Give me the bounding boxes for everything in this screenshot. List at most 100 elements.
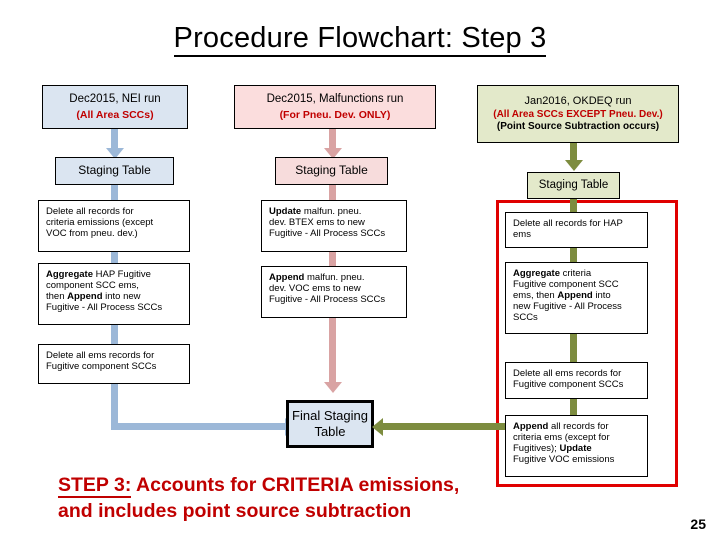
left-step-2-l3pre: then — [46, 291, 68, 303]
right-step-2-bold-aggregate: Aggregate — [513, 268, 560, 279]
page-title: Procedure Flowchart: Step 3 — [0, 22, 720, 57]
right-step-2: Aggregate criteria Fugitive component SC… — [505, 262, 648, 334]
left-step-2: Aggregate HAP Fugitive component SCC ems… — [38, 263, 190, 325]
right-step-2-bold-append: Append — [557, 290, 593, 302]
right-arrowhead-final — [372, 417, 383, 436]
right-staging-table: Staging Table — [527, 172, 620, 199]
middle-source-line2: (For Pneu. Dev. ONLY) — [279, 108, 391, 121]
right-connector-step1-to-step2 — [570, 248, 577, 264]
right-step-2-l4: new Fugitive - All Process — [513, 301, 622, 313]
right-connector-staging-to-step1 — [570, 199, 577, 213]
middle-step-2-l2: dev. VOC ems to new — [269, 283, 361, 295]
left-connector-step1-to-step2 — [111, 252, 118, 266]
middle-arrowhead-final — [323, 382, 342, 393]
left-step-1-l2: criteria emissions (except — [46, 217, 154, 229]
left-connector-to-final — [111, 423, 287, 430]
left-step-3: Delete all ems records for Fugitive comp… — [38, 344, 190, 384]
footer-line-2: and includes point source subtraction — [58, 500, 412, 523]
middle-source-line1: Dec2015, Malfunctions run — [266, 93, 404, 106]
left-step-2-bold-append: Append — [67, 291, 103, 303]
right-connector-step3-to-step4 — [570, 399, 577, 417]
middle-connector-step1-to-step2 — [329, 252, 336, 268]
right-step-4: Append all records for criteria ems (exc… — [505, 415, 648, 477]
right-step-3: Delete all ems records for Fugitive comp… — [505, 362, 648, 399]
page-title-text: Procedure Flowchart: Step 3 — [173, 22, 547, 57]
middle-connector-step2-to-final — [329, 318, 336, 384]
right-staging-label: Staging Table — [538, 178, 609, 191]
right-step-4-line1: Append all records for — [513, 421, 641, 432]
footer-line-1-rest: Accounts for CRITERIA emissions, — [131, 474, 460, 496]
footer-step-label: STEP 3: — [58, 474, 132, 498]
left-step-2-l2: component SCC ems, — [46, 280, 139, 292]
final-node-line1: Final Staging — [292, 408, 368, 424]
left-step-2-line3: then Append into new — [46, 291, 183, 302]
right-column-group-border — [496, 200, 678, 487]
right-step-2-line3: ems, then Append into — [513, 290, 641, 301]
right-step-4-line3: Fugitives); Update — [513, 443, 641, 454]
middle-step-1-l2: dev. BTEX ems to new — [269, 217, 365, 229]
middle-connector-source-to-staging — [329, 129, 336, 151]
left-arrowhead-staging — [105, 148, 124, 159]
middle-step-1-bold-update: Update — [269, 206, 302, 217]
middle-source-box: Dec2015, Malfunctions run (For Pneu. Dev… — [234, 85, 436, 129]
left-step-3-l2: Fugitive component SCCs — [46, 361, 157, 373]
middle-step-2-line1: Append malfun. pneu. — [269, 272, 400, 283]
right-step-4-l3pre: Fugitives); — [513, 443, 560, 455]
final-staging-table-node: Final Staging Table — [286, 400, 374, 448]
left-step-2-l3post: into new — [102, 291, 141, 303]
left-step-2-p1: HAP Fugitive — [92, 269, 151, 280]
left-source-box: Dec2015, NEI run (All Area SCCs) — [42, 85, 188, 129]
final-node-line2: Table — [314, 424, 346, 439]
left-connector-step3-down — [111, 384, 118, 427]
page-number: 25 — [690, 516, 706, 532]
right-connector-source-to-staging — [570, 143, 577, 163]
right-step-4-bold-update: Update — [559, 443, 592, 455]
right-step-4-p1: all records for — [548, 421, 609, 432]
middle-staging-label: Staging Table — [295, 163, 368, 178]
left-step-2-bold-aggregate: Aggregate — [46, 269, 93, 280]
right-connector-step2-to-step3 — [570, 334, 577, 364]
left-connector-staging-to-step1 — [111, 185, 118, 203]
right-step-4-l2: criteria ems (except for — [513, 432, 610, 444]
left-step-2-line1: Aggregate HAP Fugitive — [46, 269, 183, 280]
right-step-2-l3post: into — [592, 290, 611, 302]
footer-caption: STEP 3: Accounts for CRITERIA emissions,… — [58, 472, 528, 525]
middle-connector-staging-to-step1 — [329, 185, 336, 203]
left-connector-source-to-staging — [111, 129, 118, 151]
right-step-2-l2: Fugitive component SCC — [513, 279, 619, 291]
footer-line-1: STEP 3: Accounts for CRITERIA emissions, — [58, 472, 528, 498]
right-step-3-l1: Delete all ems records for — [513, 368, 622, 379]
right-source-line2: (All Area SCCs EXCEPT Pneu. Dev.) — [493, 108, 663, 120]
right-step-1-l2: ems — [513, 229, 531, 241]
right-connector-to-final — [383, 423, 505, 430]
right-step-4-l4: Fugitive VOC emissions — [513, 454, 615, 466]
left-staging-table: Staging Table — [55, 157, 174, 185]
left-step-1: Delete all records for criteria emission… — [38, 200, 190, 252]
left-source-line1: Dec2015, NEI run — [69, 93, 161, 106]
right-step-4-bold-append: Append — [513, 421, 549, 432]
right-step-2-l3pre: ems, then — [513, 290, 558, 302]
right-step-1-l1: Delete all records for HAP — [513, 218, 623, 229]
right-step-2-l5: SCCs — [513, 312, 538, 324]
left-staging-label: Staging Table — [78, 163, 151, 178]
middle-arrowhead-staging — [323, 148, 342, 159]
middle-step-1-line1: Update malfun. pneu. — [269, 206, 400, 217]
left-step-1-l1: Delete all records for — [46, 206, 134, 217]
middle-step-1: Update malfun. pneu. dev. BTEX ems to ne… — [261, 200, 407, 252]
right-step-1: Delete all records for HAP ems — [505, 212, 648, 248]
left-step-1-l3: VOC from pneu. dev.) — [46, 228, 138, 240]
right-source-line1: Jan2016, OKDEQ run — [524, 95, 632, 108]
middle-step-2-p1: malfun. pneu. — [304, 272, 365, 283]
middle-step-2-l3: Fugitive - All Process SCCs — [269, 294, 386, 306]
left-connector-step2-to-step3 — [111, 325, 118, 345]
right-step-2-p1: criteria — [559, 268, 592, 279]
left-step-2-l4: Fugitive - All Process SCCs — [46, 302, 163, 314]
middle-step-1-p1: malfun. pneu. — [301, 206, 362, 217]
right-step-3-l2: Fugitive component SCCs — [513, 379, 624, 391]
middle-staging-table: Staging Table — [275, 157, 388, 185]
right-source-box: Jan2016, OKDEQ run (All Area SCCs EXCEPT… — [477, 85, 679, 143]
left-source-line2: (All Area SCCs) — [76, 108, 154, 121]
middle-step-2-bold-append: Append — [269, 272, 305, 283]
right-step-2-line1: Aggregate criteria — [513, 268, 641, 279]
